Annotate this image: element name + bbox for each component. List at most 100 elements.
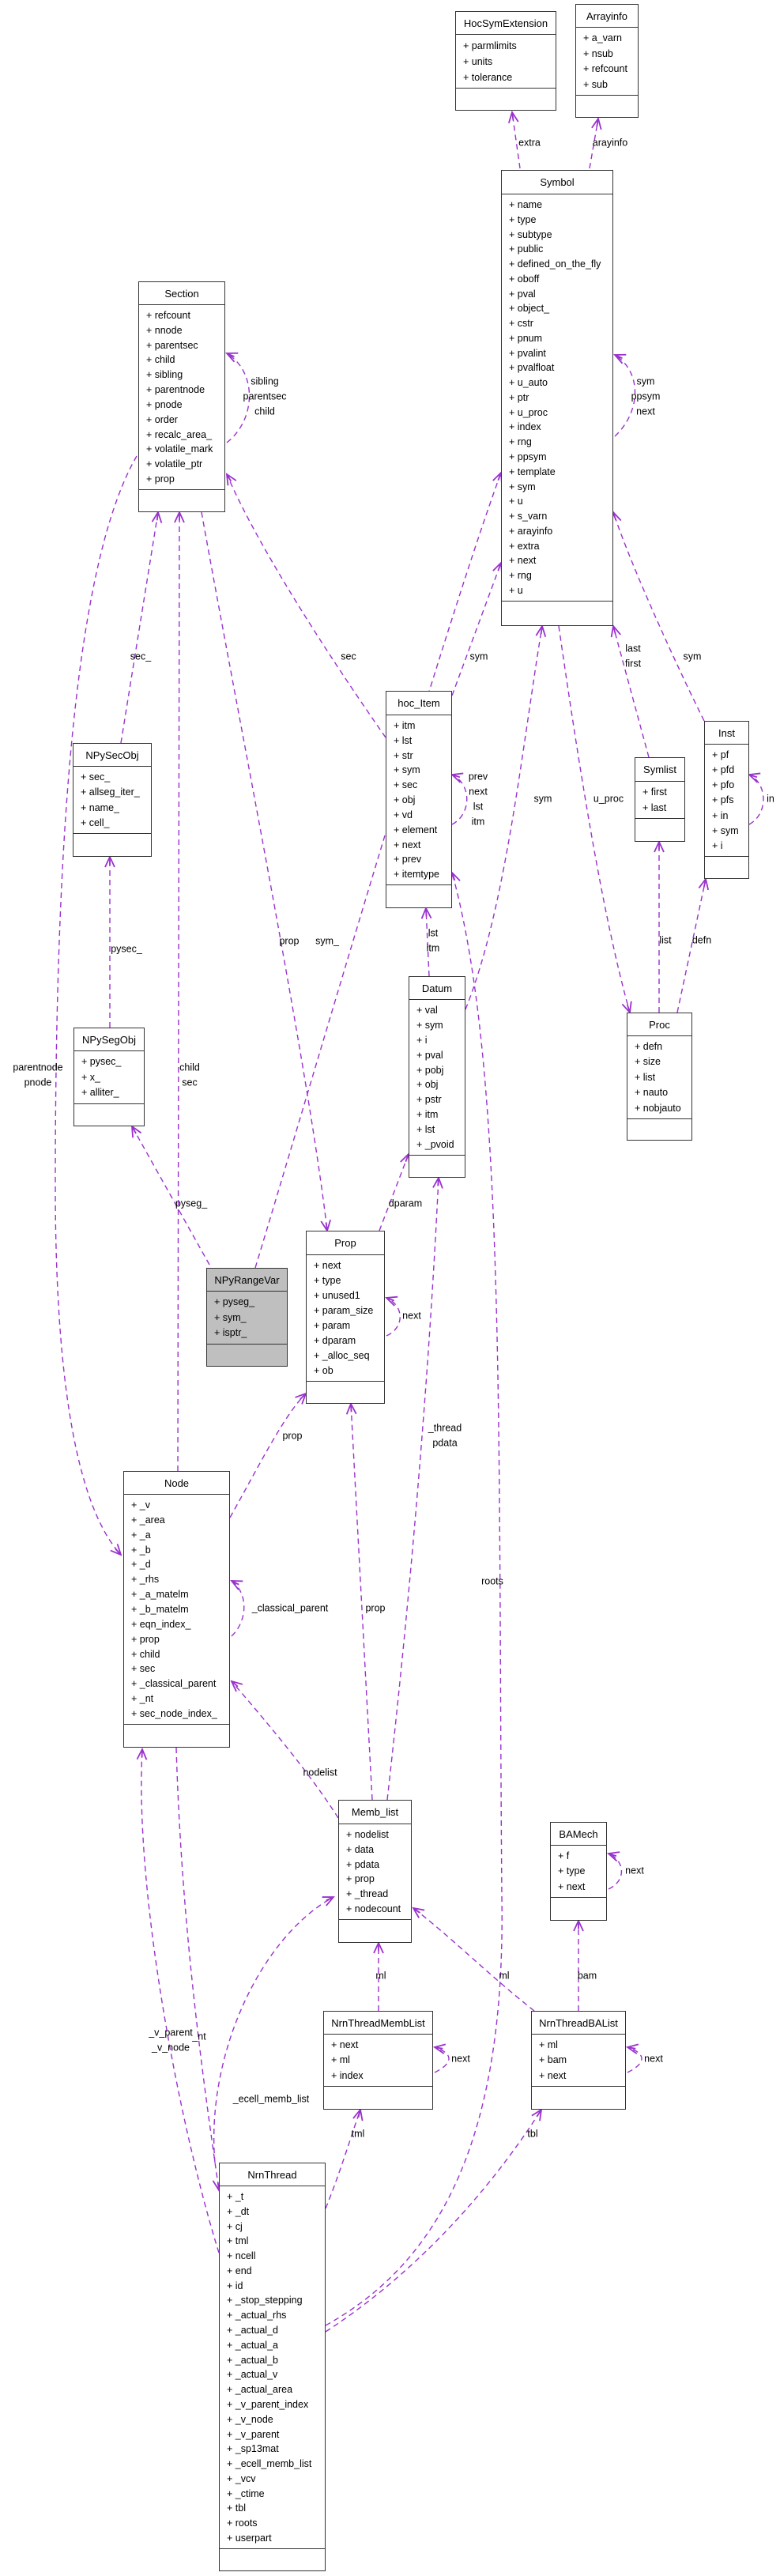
- member-list: + sec_+ allseg_iter_+ name_+ cell_: [73, 767, 151, 834]
- member-item: + pval: [509, 288, 536, 300]
- arrowhead-icon: [230, 1580, 243, 1590]
- edge-line: [676, 878, 707, 1013]
- arrowhead-icon: [698, 877, 710, 891]
- edge-inst-to-symbol: sym: [611, 510, 705, 722]
- class-box-npyrangevar[interactable]: NPyRangeVar+ pyseg_+ sym_+ isptr_: [206, 1268, 288, 1367]
- edge-line: [325, 2109, 361, 2209]
- class-box-section[interactable]: Section+ refcount+ nnode+ parentsec+ chi…: [138, 281, 225, 512]
- class-box-hocsymextension[interactable]: HocSymExtension+ parmlimits+ units+ tole…: [455, 11, 556, 111]
- member-list: + itm+ lst+ str+ sym+ sec+ obj+ vd+ elem…: [386, 715, 451, 885]
- class-box-node[interactable]: Node+ _v+ _area+ _a+ _b+ _d+ _rhs+ _a_ma…: [123, 1471, 230, 1748]
- member-item: + _actual_v: [227, 2369, 278, 2381]
- member-item: + parmlimits: [463, 40, 517, 51]
- edge-line: [226, 473, 386, 738]
- edge-line: [131, 1126, 210, 1265]
- arrowhead-icon: [136, 1747, 148, 1760]
- edge-memb_list-to-node: nodelist: [230, 1680, 339, 1819]
- member-item: + u_proc: [509, 406, 548, 418]
- member-item: + _d: [131, 1559, 151, 1571]
- member-item: + sec: [394, 779, 418, 791]
- edge-label: prev: [469, 771, 488, 782]
- class-box-datum[interactable]: Datum+ val+ sym+ i+ pval+ pobj+ obj+ pst…: [409, 976, 465, 1178]
- class-name: HocSymExtension: [456, 12, 556, 35]
- member-item: + ptr: [509, 391, 529, 403]
- arrowhead-icon: [225, 352, 239, 363]
- edge-line: [325, 2109, 542, 2333]
- class-name: NPyRangeVar: [207, 1269, 287, 1292]
- member-item: + prop: [346, 1873, 375, 1885]
- member-item: + nodecount: [346, 1903, 401, 1915]
- arrowhead-icon: [225, 473, 237, 486]
- member-item: + prop: [131, 1633, 160, 1645]
- class-box-symbol[interactable]: Symbol+ name+ type+ subtype+ public+ def…: [501, 170, 613, 626]
- class-box-nrnthread[interactable]: NrnThread+ _t+ _dt+ cj+ tml+ ncell+ end+…: [219, 2163, 326, 2571]
- class-box-prop[interactable]: Prop+ next+ type+ unused1+ param_size+ p…: [306, 1231, 385, 1404]
- class-box-npysecobj[interactable]: NPySecObj+ sec_+ allseg_iter_+ name_+ ce…: [73, 743, 152, 857]
- member-item: + index: [331, 2069, 364, 2081]
- member-item: + _actual_area: [227, 2384, 293, 2396]
- class-box-bamech[interactable]: BAMech+ f+ type+ next: [550, 1822, 607, 1921]
- member-item: + _v_node: [227, 2413, 273, 2425]
- edge-label: _nt: [191, 2031, 206, 2042]
- edge-bamech-to-bamech: next: [606, 1851, 644, 1890]
- member-item: + param: [314, 1320, 351, 1331]
- edge-nrnthreadmemblist-to-nrnthreadmemblist: next: [432, 2043, 470, 2073]
- member-item: + cell_: [81, 817, 110, 828]
- member-list: + pyseg_+ sym_+ isptr_: [207, 1292, 287, 1345]
- arrowhead-icon: [508, 110, 519, 123]
- class-box-arrayinfo[interactable]: Arrayinfo+ a_varn+ nsub+ refcount+ sub: [575, 4, 639, 118]
- member-item: + pnode: [146, 398, 183, 410]
- member-item: + lst: [394, 734, 413, 746]
- edge-datum-to-symbol: sym: [465, 624, 552, 1010]
- arrowhead-icon: [450, 772, 464, 783]
- member-list: + pf+ pfd+ pfo+ pfs+ in+ sym+ i: [705, 745, 748, 857]
- edge-label: pnode: [24, 1077, 52, 1088]
- member-item: + nobjauto: [635, 1102, 681, 1114]
- member-item: + itemtype: [394, 869, 440, 881]
- member-item: + userpart: [227, 2532, 272, 2544]
- edge-label: next: [636, 405, 655, 417]
- class-name: Memb_list: [339, 1801, 411, 1824]
- edge-label: prop: [365, 1602, 385, 1613]
- member-list: + a_varn+ nsub+ refcount+ sub: [576, 28, 638, 96]
- member-item: + _ctime: [227, 2487, 265, 2499]
- arrowhead-icon: [230, 1680, 243, 1692]
- member-item: + pval: [416, 1049, 443, 1061]
- arrowhead-icon: [295, 1392, 307, 1405]
- member-item: + tml: [227, 2235, 249, 2247]
- member-item: + _sp13mat: [227, 2443, 279, 2455]
- class-box-inst[interactable]: Inst+ pf+ pfd+ pfo+ pfs+ in+ sym+ i: [704, 721, 749, 879]
- edge-line: [379, 1153, 409, 1231]
- arrowhead-icon: [151, 510, 163, 523]
- edge-npysegobj-to-npysecobj: pysec_: [104, 854, 143, 1028]
- edge-line: [213, 1896, 334, 2163]
- class-box-memb_list[interactable]: Memb_list+ nodelist+ data+ pdata+ prop+ …: [338, 1800, 412, 1943]
- class-box-npysegobj[interactable]: NPySegObj+ pysec_+ x_+ alliter_: [73, 1028, 145, 1126]
- arrowhead-icon: [104, 854, 115, 868]
- member-item: + pf: [712, 749, 729, 760]
- member-item: + sym: [394, 764, 420, 776]
- member-item: + vd: [394, 809, 413, 820]
- member-item: + eqn_index_: [131, 1618, 191, 1630]
- class-box-nrnthreadbalist[interactable]: NrnThreadBAList+ ml+ bam+ next: [531, 2011, 626, 2110]
- member-list: + ml+ bam+ next: [532, 2035, 625, 2087]
- edge-label: prop: [282, 1430, 302, 1441]
- member-item: + index: [509, 421, 541, 433]
- edge-label: next: [644, 2053, 663, 2064]
- class-box-hoc_item[interactable]: hoc_Item+ itm+ lst+ str+ sym+ sec+ obj+ …: [386, 691, 452, 908]
- arrowhead-icon: [345, 1401, 357, 1415]
- edge-label: next: [625, 1865, 644, 1876]
- class-box-symlist[interactable]: Symlist+ first+ last: [635, 757, 685, 842]
- arrowhead-icon: [174, 510, 185, 523]
- edge-node-to-prop: prop: [229, 1392, 307, 1518]
- edge-line: [120, 511, 159, 744]
- member-item: + x_: [81, 1071, 100, 1083]
- class-box-nrnthreadmemblist[interactable]: NrnThreadMembList+ next+ ml+ index: [323, 2011, 433, 2110]
- class-name: Symlist: [635, 758, 684, 782]
- member-item: + val: [416, 1005, 438, 1016]
- class-box-proc[interactable]: Proc+ defn+ size+ list+ nauto+ nobjauto: [627, 1013, 692, 1141]
- edge-label: dparam: [389, 1197, 422, 1209]
